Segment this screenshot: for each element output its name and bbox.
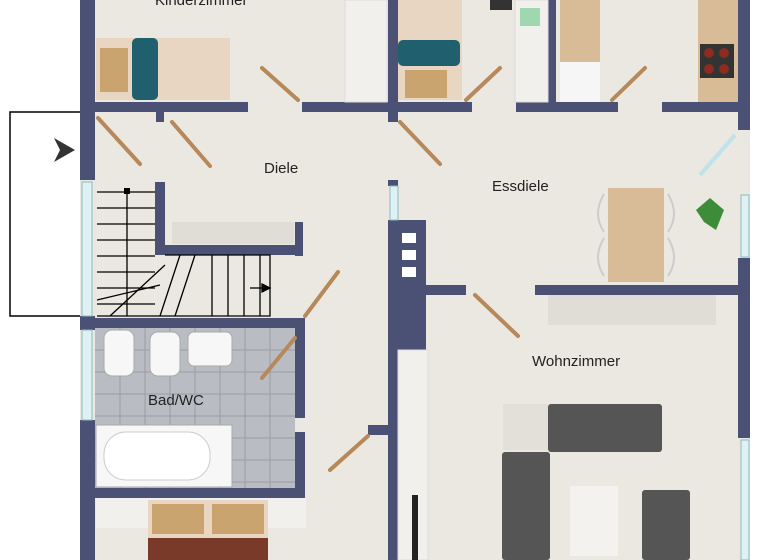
room-label-wohnzimmer: Wohnzimmer bbox=[532, 353, 621, 370]
room-label-bad: Bad/WC bbox=[148, 392, 204, 409]
room-label-diele: Diele bbox=[264, 160, 299, 177]
balcony-door bbox=[698, 133, 737, 177]
kitchen-cabinet bbox=[560, 0, 600, 62]
chair bbox=[520, 8, 540, 26]
toilet bbox=[103, 329, 135, 377]
dining-chairs bbox=[597, 193, 675, 277]
dining-table bbox=[608, 188, 664, 282]
sofa bbox=[548, 404, 662, 452]
windows bbox=[81, 181, 750, 560]
side-table bbox=[503, 404, 548, 450]
entrance-arrow-icon bbox=[54, 138, 75, 162]
wall-openings bbox=[402, 233, 416, 277]
fridge bbox=[560, 62, 600, 102]
pillow bbox=[405, 70, 447, 98]
armchair bbox=[642, 490, 690, 560]
blanket bbox=[148, 538, 268, 560]
shelf bbox=[344, 0, 388, 103]
plant-icon bbox=[696, 198, 724, 230]
blanket bbox=[132, 38, 158, 100]
room-label-essdiele: Essdiele bbox=[492, 178, 549, 195]
sink bbox=[187, 331, 233, 367]
stove-icon bbox=[700, 44, 734, 78]
tv bbox=[412, 495, 418, 560]
wardrobe bbox=[172, 222, 294, 244]
entrance-outline bbox=[9, 111, 80, 317]
sideboard bbox=[548, 295, 716, 325]
blanket bbox=[398, 40, 460, 66]
desk-chair bbox=[490, 0, 512, 10]
sofa-side bbox=[502, 452, 550, 560]
staircase bbox=[96, 191, 272, 317]
bidet bbox=[149, 331, 181, 377]
doors bbox=[96, 66, 647, 472]
coffee-table bbox=[570, 486, 618, 556]
room-label-kinderzimmer: Kinderzimmer bbox=[155, 0, 248, 9]
pillow bbox=[100, 48, 128, 92]
